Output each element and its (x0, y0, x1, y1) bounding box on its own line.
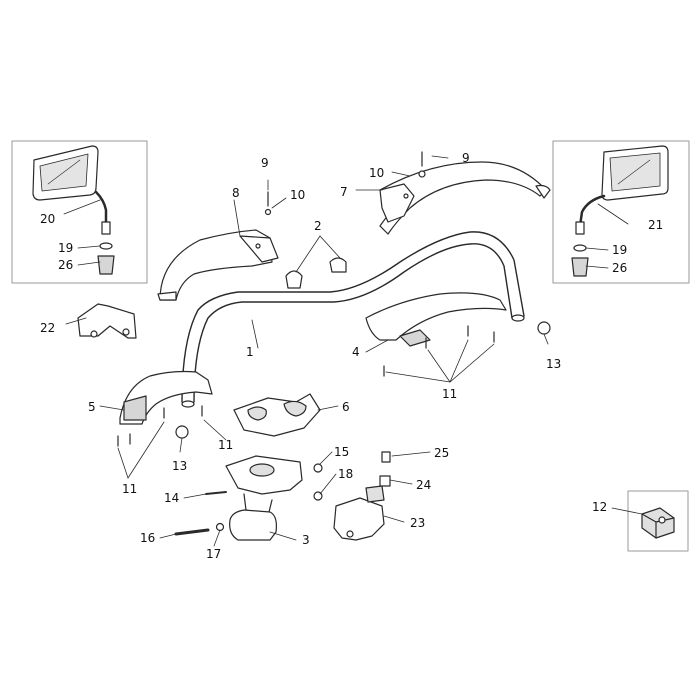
callout-13-right: 13 (546, 357, 561, 371)
callout-21: 21 (648, 218, 663, 232)
riser-base (225, 455, 303, 541)
callout-13-left: 13 (172, 459, 187, 473)
callout-9-left: 9 (261, 156, 269, 170)
callout-10-right: 10 (369, 166, 384, 180)
callouts: 1 2 3 4 5 6 7 8 9 9 10 10 11 11 11 12 13… (40, 151, 663, 561)
riser-top-clamp (233, 393, 321, 437)
nut-26-right (571, 257, 589, 277)
support-bracket-23 (333, 485, 385, 541)
spring-clip (641, 507, 675, 539)
mirror-right (575, 145, 669, 235)
washer-19-left (99, 242, 113, 250)
clamp-halves (285, 257, 347, 289)
callout-4: 4 (352, 345, 360, 359)
callout-14: 14 (164, 491, 179, 505)
callout-11-left: 11 (122, 482, 137, 496)
callout-22: 22 (40, 321, 55, 335)
callout-6: 6 (342, 400, 350, 414)
upper-cover-right (379, 161, 551, 235)
mirror-left-inset (11, 140, 148, 284)
callout-25: 25 (434, 446, 449, 460)
callout-2: 2 (314, 219, 322, 233)
callout-18: 18 (338, 467, 353, 481)
callout-9-right: 9 (462, 151, 470, 165)
leader-lines (63, 155, 643, 547)
callout-19-left: 19 (58, 241, 73, 255)
clip-inset (627, 490, 689, 552)
mirror-left (32, 145, 111, 235)
callout-17: 17 (206, 547, 221, 561)
callout-5: 5 (88, 400, 96, 414)
handlebar-tube (181, 231, 525, 408)
callout-19-right: 19 (612, 243, 627, 257)
callout-23: 23 (410, 516, 425, 530)
callout-20: 20 (40, 212, 55, 226)
callout-15: 15 (334, 445, 349, 459)
lower-cover-left (119, 370, 213, 425)
callout-8: 8 (232, 186, 240, 200)
callout-10-left: 10 (290, 188, 305, 202)
upper-cover-left (157, 229, 279, 301)
callout-12: 12 (592, 500, 607, 514)
fasteners (117, 151, 551, 536)
callout-11-right: 11 (442, 387, 457, 401)
callout-16: 16 (140, 531, 155, 545)
lower-cover-right (365, 292, 507, 347)
callout-11-mid: 11 (218, 438, 233, 452)
callout-1: 1 (246, 345, 254, 359)
nut-26-left (97, 255, 115, 275)
callout-3: 3 (302, 533, 310, 547)
washer-19-right (573, 244, 587, 252)
bracket-22 (77, 303, 137, 339)
callout-26-left: 26 (58, 258, 73, 272)
callout-26-right: 26 (612, 261, 627, 275)
callout-7: 7 (340, 185, 348, 199)
callout-24: 24 (416, 478, 431, 492)
